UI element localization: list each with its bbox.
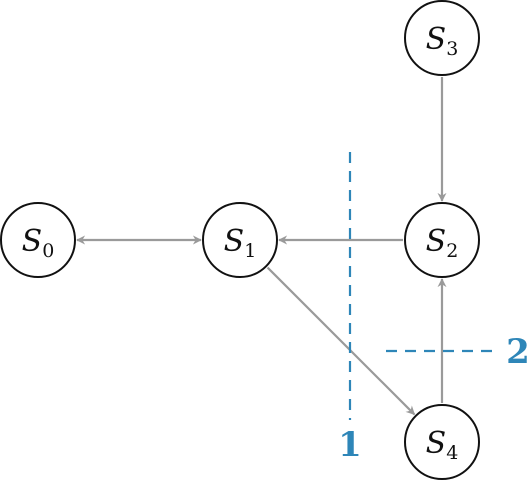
edges-layer — [76, 77, 447, 416]
node-s0[interactable]: S0 — [0, 202, 76, 278]
node-s3-circle — [404, 0, 480, 76]
node-s1[interactable]: S1 — [202, 202, 278, 278]
node-s4-label: S4 — [426, 426, 459, 464]
node-s1-label: S1 — [224, 224, 257, 262]
cut-label-1: 1 — [338, 425, 362, 465]
node-s2-circle — [404, 202, 480, 278]
node-s0-label: S0 — [22, 224, 55, 262]
node-s0-circle — [0, 202, 76, 278]
node-s4[interactable]: S4 — [404, 404, 480, 480]
node-s2-label: S2 — [426, 224, 459, 262]
node-s2[interactable]: S2 — [404, 202, 480, 278]
cut-label-2: 2 — [506, 332, 530, 372]
nodes-layer: S0 S1 S2 S3 S4 — [0, 0, 480, 480]
edge-s1-s4 — [266, 266, 416, 416]
node-s1-circle — [202, 202, 278, 278]
cuts-layer: 1 2 — [338, 152, 530, 465]
node-s3[interactable]: S3 — [404, 0, 480, 76]
node-s4-circle — [404, 404, 480, 480]
node-s3-label: S3 — [426, 22, 459, 60]
